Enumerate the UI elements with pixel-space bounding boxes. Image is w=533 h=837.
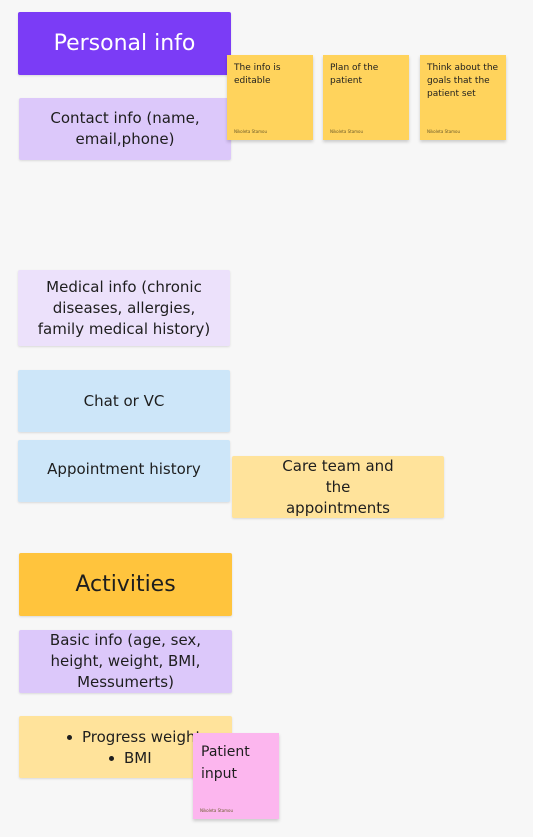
sticky-note-author: Nikoleta Stamou (234, 129, 268, 134)
sticky-note-author: Nikoleta Stamou (200, 808, 234, 813)
progress-list: Progress weight BMI (67, 727, 201, 769)
sticky-note-text: Plan of the patient (330, 63, 379, 86)
appointment-history-card[interactable]: Appointment history (18, 440, 230, 502)
bullet-icon (109, 756, 114, 761)
activities-header[interactable]: Activities (19, 553, 232, 616)
bullet-icon (67, 735, 72, 740)
chat-vc-text: Chat or VC (83, 391, 165, 410)
care-team-text: Care team and the appointments (282, 456, 394, 517)
sticky-note-text: The info is editable (234, 63, 281, 86)
medical-info-text: Medical info (chronic diseases, allergie… (37, 277, 211, 338)
sticky-note-editable[interactable]: The info is editable Nikoleta Stamou (227, 55, 313, 140)
medical-info-card[interactable]: Medical info (chronic diseases, allergie… (18, 270, 230, 346)
chat-vc-card[interactable]: Chat or VC (18, 370, 230, 432)
bmi-label: BMI (124, 749, 152, 767)
progress-weight-label: Progress weight (82, 728, 202, 746)
personal-info-title: Personal info (53, 30, 196, 56)
contact-info-text: Contact info (name, email,phone) (50, 109, 200, 148)
list-item: Progress weight (67, 727, 201, 748)
sticky-note-text: Think about the goals that the patient s… (427, 63, 499, 99)
activities-title: Activities (75, 571, 176, 597)
sticky-note-goals[interactable]: Think about the goals that the patient s… (420, 55, 506, 140)
sticky-note-author: Nikoleta Stamou (330, 129, 364, 134)
appointment-history-text: Appointment history (47, 459, 201, 478)
sticky-note-text: Patient input (201, 744, 250, 782)
sticky-note-plan[interactable]: Plan of the patient Nikoleta Stamou (323, 55, 409, 140)
list-item: BMI (109, 748, 201, 769)
sticky-note-patient-input[interactable]: Patient input Nikoleta Stamou (193, 733, 279, 819)
care-team-card[interactable]: Care team and the appointments (232, 456, 444, 518)
sticky-note-author: Nikoleta Stamou (427, 129, 461, 134)
personal-info-header[interactable]: Personal info (18, 12, 231, 75)
basic-info-text: Basic info (age, sex, height, weight, BM… (49, 631, 202, 691)
basic-info-card[interactable]: Basic info (age, sex, height, weight, BM… (19, 630, 232, 693)
contact-info-card[interactable]: Contact info (name, email,phone) (19, 98, 231, 160)
